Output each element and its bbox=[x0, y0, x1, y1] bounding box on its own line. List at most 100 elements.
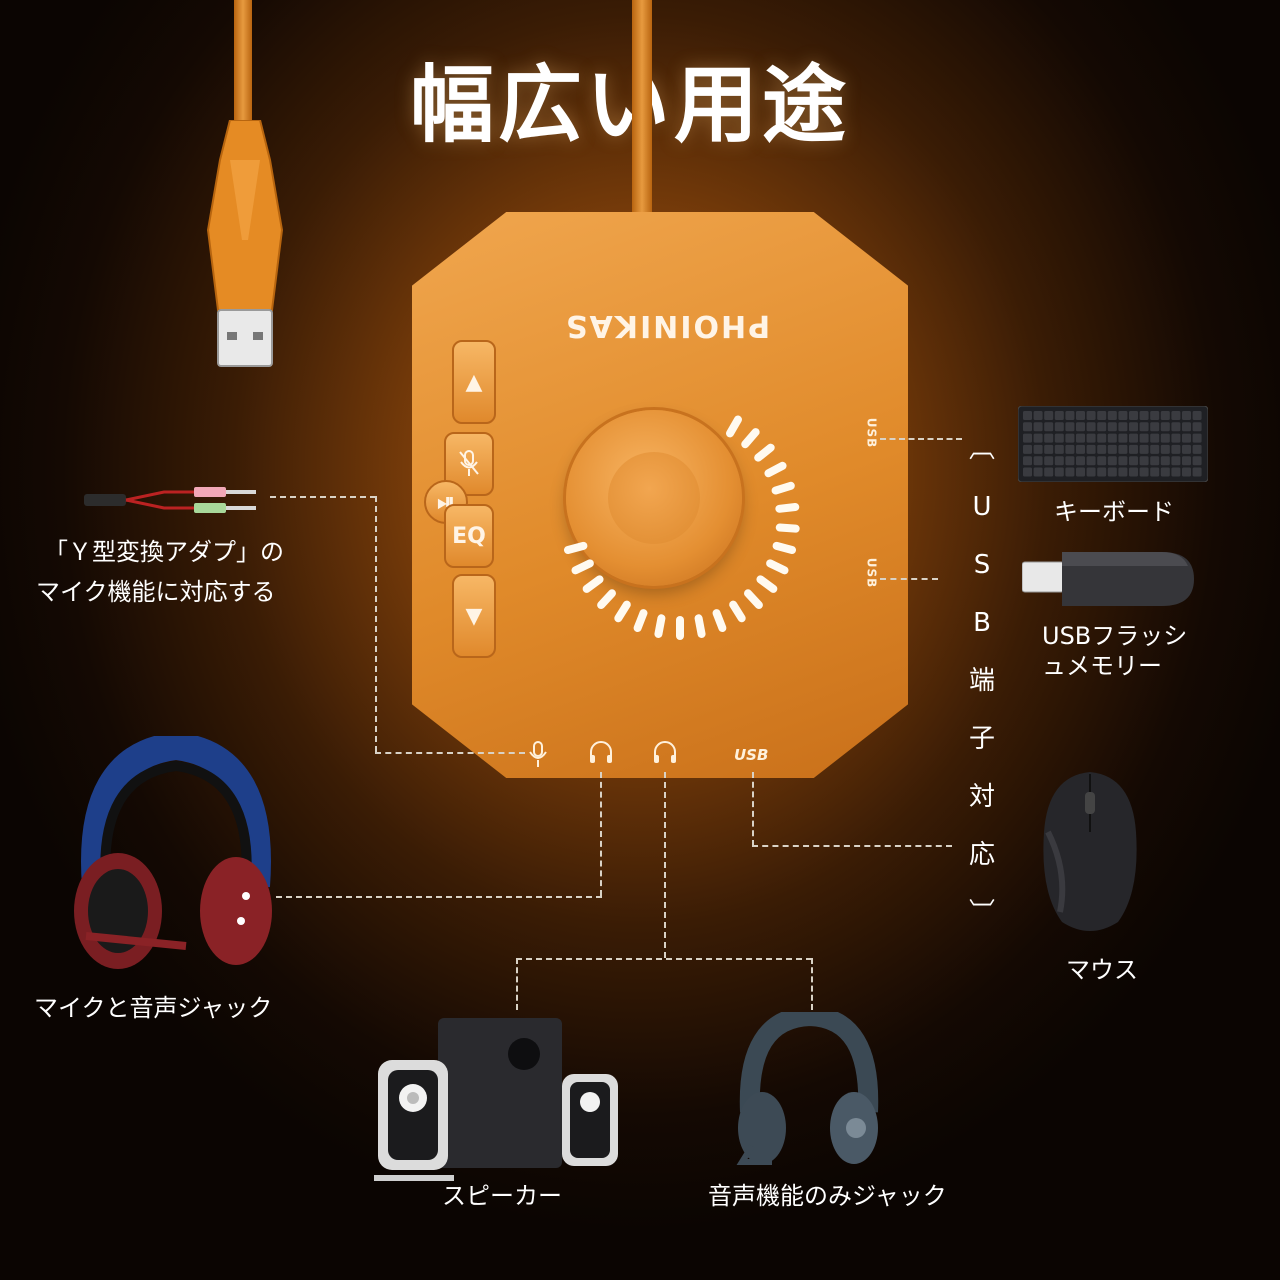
keyboard-key bbox=[1065, 467, 1075, 477]
keyboard-key bbox=[1171, 467, 1181, 477]
volume-up-button[interactable]: ▲ bbox=[452, 340, 496, 424]
volume-led-ring bbox=[563, 415, 800, 640]
label-keyboard: キーボード bbox=[1054, 498, 1174, 526]
keyboard-key bbox=[1129, 422, 1138, 432]
connector-mouse-h bbox=[752, 845, 952, 847]
usb-cable bbox=[234, 0, 252, 140]
keyboard-key bbox=[1129, 433, 1138, 443]
keyboard-key bbox=[1054, 456, 1064, 466]
led-segment bbox=[614, 600, 631, 623]
keyboard-key bbox=[1139, 467, 1149, 477]
keyboard-key bbox=[1033, 411, 1043, 420]
keyboard-key bbox=[1097, 456, 1107, 466]
led-segment bbox=[771, 481, 795, 495]
keyboard-key bbox=[1118, 456, 1128, 466]
keyboard-key bbox=[1129, 444, 1138, 454]
volume-down-button[interactable]: ▼ bbox=[452, 574, 496, 658]
keyboard-key bbox=[1107, 433, 1117, 443]
keyboard-key bbox=[1139, 433, 1149, 443]
keyboard-key bbox=[1023, 411, 1032, 420]
top-cable bbox=[632, 0, 652, 212]
keyboard-key bbox=[1033, 456, 1043, 466]
connector-keyboard bbox=[880, 438, 962, 440]
usb-port-right-top: USB bbox=[864, 417, 879, 449]
keyboard-key bbox=[1107, 467, 1117, 477]
keyboard-key bbox=[1076, 433, 1085, 443]
keyboard-key bbox=[1139, 456, 1149, 466]
keyboard-key bbox=[1086, 422, 1096, 432]
keyboard-key bbox=[1160, 422, 1170, 432]
keyboard-key bbox=[1118, 467, 1128, 477]
keyboard-key bbox=[1076, 411, 1085, 420]
keyboard-key bbox=[1139, 422, 1149, 432]
led-segment bbox=[582, 575, 604, 593]
keyboard-key bbox=[1044, 411, 1054, 420]
eq-button[interactable]: EQ bbox=[444, 504, 494, 568]
keyboard-key bbox=[1054, 422, 1064, 432]
led-segment bbox=[764, 461, 787, 478]
keyboard-icon bbox=[1018, 406, 1208, 482]
led-segment bbox=[756, 575, 778, 593]
connector-headset2-v bbox=[811, 958, 813, 1010]
usb-vertical-char: S bbox=[973, 550, 991, 580]
led-segment bbox=[729, 600, 746, 623]
mouse-icon bbox=[1043, 772, 1137, 931]
connector-mouse-v bbox=[752, 772, 754, 846]
keyboard-key bbox=[1076, 467, 1085, 477]
keyboard-key bbox=[1192, 456, 1202, 466]
mic-icon bbox=[529, 741, 547, 767]
led-segment bbox=[772, 541, 797, 555]
led-segment bbox=[741, 428, 760, 449]
usb-vertical-char: 対 bbox=[968, 782, 995, 812]
keyboard-key bbox=[1182, 422, 1191, 432]
connector-y-adapter bbox=[270, 496, 376, 498]
mic-mute-icon bbox=[459, 450, 479, 476]
led-segment bbox=[694, 614, 706, 638]
speaker-icon bbox=[374, 1018, 618, 1181]
keyboard-key bbox=[1086, 444, 1096, 454]
led-segment bbox=[775, 523, 800, 533]
y-adapter-icon bbox=[84, 487, 256, 513]
keyboard-key bbox=[1065, 456, 1075, 466]
connector-audio-v bbox=[664, 772, 666, 958]
keyboard-key bbox=[1107, 456, 1117, 466]
keyboard-key bbox=[1182, 444, 1191, 454]
connector-y-adapter-v bbox=[375, 496, 377, 752]
keyboard-key bbox=[1150, 467, 1160, 477]
keyboard-key bbox=[1086, 467, 1096, 477]
keyboard-key bbox=[1171, 422, 1181, 432]
keyboard-key bbox=[1192, 433, 1202, 443]
label-y-adapter-1: 「Ｙ型変換アダプ」の bbox=[44, 538, 284, 566]
keyboard-key bbox=[1171, 433, 1181, 443]
led-segment bbox=[633, 609, 648, 632]
keyboard-key bbox=[1023, 433, 1032, 443]
keyboard-key bbox=[1192, 444, 1202, 454]
keyboard-key bbox=[1044, 433, 1054, 443]
keyboard-key bbox=[1033, 444, 1043, 454]
label-y-adapter-2: マイク機能に対応する bbox=[36, 578, 276, 606]
label-usb-flash-2: ュメモリー bbox=[1042, 652, 1162, 680]
connector-speaker-v bbox=[516, 958, 518, 1010]
keyboard-key bbox=[1065, 444, 1075, 454]
usb-vertical-char: 端 bbox=[968, 666, 995, 696]
led-segment bbox=[597, 589, 616, 610]
usb-plug-icon bbox=[206, 120, 284, 367]
keyboard-key bbox=[1023, 444, 1032, 454]
led-segment bbox=[775, 503, 800, 513]
keyboard-key bbox=[1150, 411, 1160, 420]
keyboard-key bbox=[1107, 444, 1117, 454]
keyboard-key bbox=[1171, 456, 1181, 466]
keyboard-key bbox=[1086, 456, 1096, 466]
led-segment bbox=[726, 415, 742, 438]
keyboard-key bbox=[1044, 456, 1054, 466]
keyboard-key bbox=[1118, 411, 1128, 420]
gaming-headset-icon bbox=[74, 736, 272, 969]
keyboard-key bbox=[1065, 433, 1075, 443]
headphone-icon bbox=[590, 741, 612, 763]
keyboard-key bbox=[1182, 433, 1191, 443]
volume-knob-center bbox=[608, 452, 700, 544]
keyboard-key bbox=[1097, 433, 1107, 443]
headset-icon bbox=[736, 1012, 879, 1165]
keyboard-key bbox=[1033, 467, 1043, 477]
